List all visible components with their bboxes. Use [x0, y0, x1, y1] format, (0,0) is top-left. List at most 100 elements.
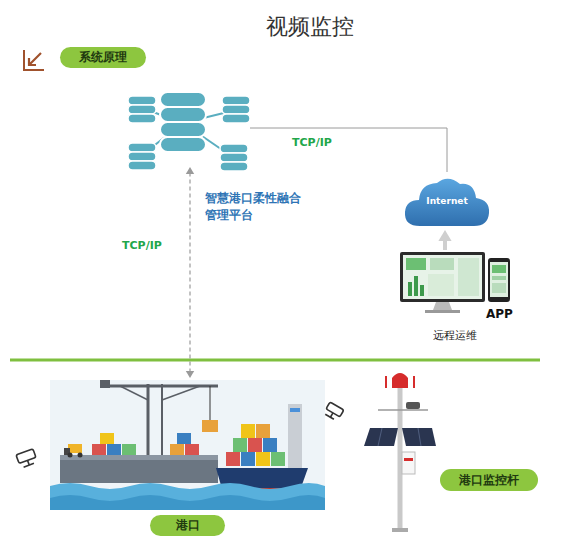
arrow-head	[186, 371, 194, 378]
monitor-screen	[430, 258, 454, 270]
monitor-screen	[400, 252, 485, 302]
port-illustration	[290, 408, 300, 412]
node-text: Internet	[402, 196, 492, 206]
pill-label: 港口监控杆	[440, 469, 538, 491]
monitor-screen	[400, 252, 485, 313]
port-illustration	[177, 433, 191, 444]
monitor-pole-illustration	[364, 428, 398, 446]
monitor-pole-illustration	[413, 376, 415, 388]
section-pill: 系统原理	[60, 47, 146, 68]
monitor-pole-illustration	[378, 409, 428, 411]
monitor-screen	[420, 285, 424, 296]
port-illustration	[50, 483, 325, 510]
port-illustration	[50, 380, 325, 510]
port-scene: 港口	[50, 378, 327, 540]
monitor-screen	[408, 282, 412, 296]
monitor-pole-illustration	[404, 458, 413, 461]
upload-arrow	[443, 239, 447, 250]
port-illustration	[120, 386, 148, 400]
port-illustration	[161, 384, 163, 455]
port-illustration	[241, 424, 255, 438]
port-illustration	[233, 438, 247, 452]
port-illustration	[107, 444, 121, 455]
protocol-label: TCP/IP	[292, 136, 332, 149]
port-illustration	[185, 444, 199, 455]
diagram-title: 视频监控	[230, 12, 390, 42]
port-illustration	[162, 386, 200, 400]
protocol-label: TCP/IP	[122, 239, 162, 252]
section-icon	[24, 50, 44, 70]
port-illustration	[241, 452, 255, 466]
server-cluster	[220, 162, 248, 171]
monitor-screen	[414, 276, 418, 296]
monitor-pole-illustration	[392, 528, 408, 532]
port-illustration	[256, 452, 270, 466]
section-icon	[24, 50, 44, 70]
monitor-pole-illustration	[406, 402, 420, 409]
remote-devices: APP 远程运维	[398, 250, 523, 345]
port-illustration	[68, 453, 73, 458]
pill-label: 系统原理	[60, 47, 146, 68]
phone-device	[488, 258, 510, 302]
server-cluster	[128, 92, 250, 171]
server-cluster	[160, 137, 206, 152]
port-illustration	[68, 444, 82, 453]
arrow-head	[438, 230, 451, 241]
network-link	[250, 128, 447, 172]
server-cluster	[220, 153, 248, 162]
camera-icon	[324, 402, 344, 421]
phone-device	[492, 276, 506, 280]
node-text: 远程运维	[420, 328, 490, 343]
port-illustration	[50, 380, 325, 510]
platform-server: 智慧港口柔性融合管理平台	[125, 85, 250, 165]
section-icon	[29, 53, 41, 65]
monitor-pole-illustration	[378, 428, 382, 446]
arrow-head	[186, 167, 194, 174]
node-text: APP	[486, 307, 516, 321]
camera-icon	[16, 449, 36, 464]
monitor-pole-illustration	[402, 428, 436, 446]
monitor-screen	[403, 255, 482, 299]
server-cluster	[222, 105, 250, 114]
port-illustration	[170, 444, 184, 455]
port-illustration	[100, 385, 218, 388]
port-illustration	[288, 404, 302, 468]
camera-icon	[16, 449, 38, 468]
server-cluster	[222, 96, 250, 105]
monitor-screen	[406, 258, 426, 270]
port-illustration	[60, 455, 218, 483]
port-illustration	[60, 455, 218, 460]
monitor-pole: 港口监控杆	[360, 366, 545, 538]
monitor-screen	[428, 274, 454, 296]
monitor-pole-illustration	[402, 452, 415, 474]
dashed-link	[189, 173, 190, 373]
server-cluster	[128, 114, 156, 123]
phone-device	[492, 283, 506, 293]
port-illustration	[271, 452, 285, 466]
port-illustration	[256, 424, 270, 438]
monitor-screen	[425, 310, 460, 313]
monitor-pole-illustration	[364, 373, 436, 532]
port-illustration	[202, 420, 218, 432]
port-illustration	[226, 452, 240, 466]
server-cluster	[128, 96, 156, 105]
camera-icon	[325, 414, 334, 419]
monitor-pole-illustration	[385, 376, 387, 388]
server-cluster	[128, 143, 156, 152]
server-cluster	[222, 114, 250, 123]
phone-device	[488, 258, 510, 302]
port-illustration	[100, 380, 110, 388]
port-illustration	[100, 433, 114, 444]
pill-label: 港口	[150, 515, 225, 536]
server-cluster	[160, 122, 206, 137]
port-illustration	[50, 495, 325, 510]
ground-divider	[10, 359, 540, 362]
camera-icon	[326, 402, 344, 417]
monitor-screen	[433, 302, 452, 310]
port-illustration	[92, 444, 106, 455]
server-cluster	[220, 144, 248, 153]
port-illustration	[78, 453, 83, 458]
phone-device	[490, 262, 508, 297]
